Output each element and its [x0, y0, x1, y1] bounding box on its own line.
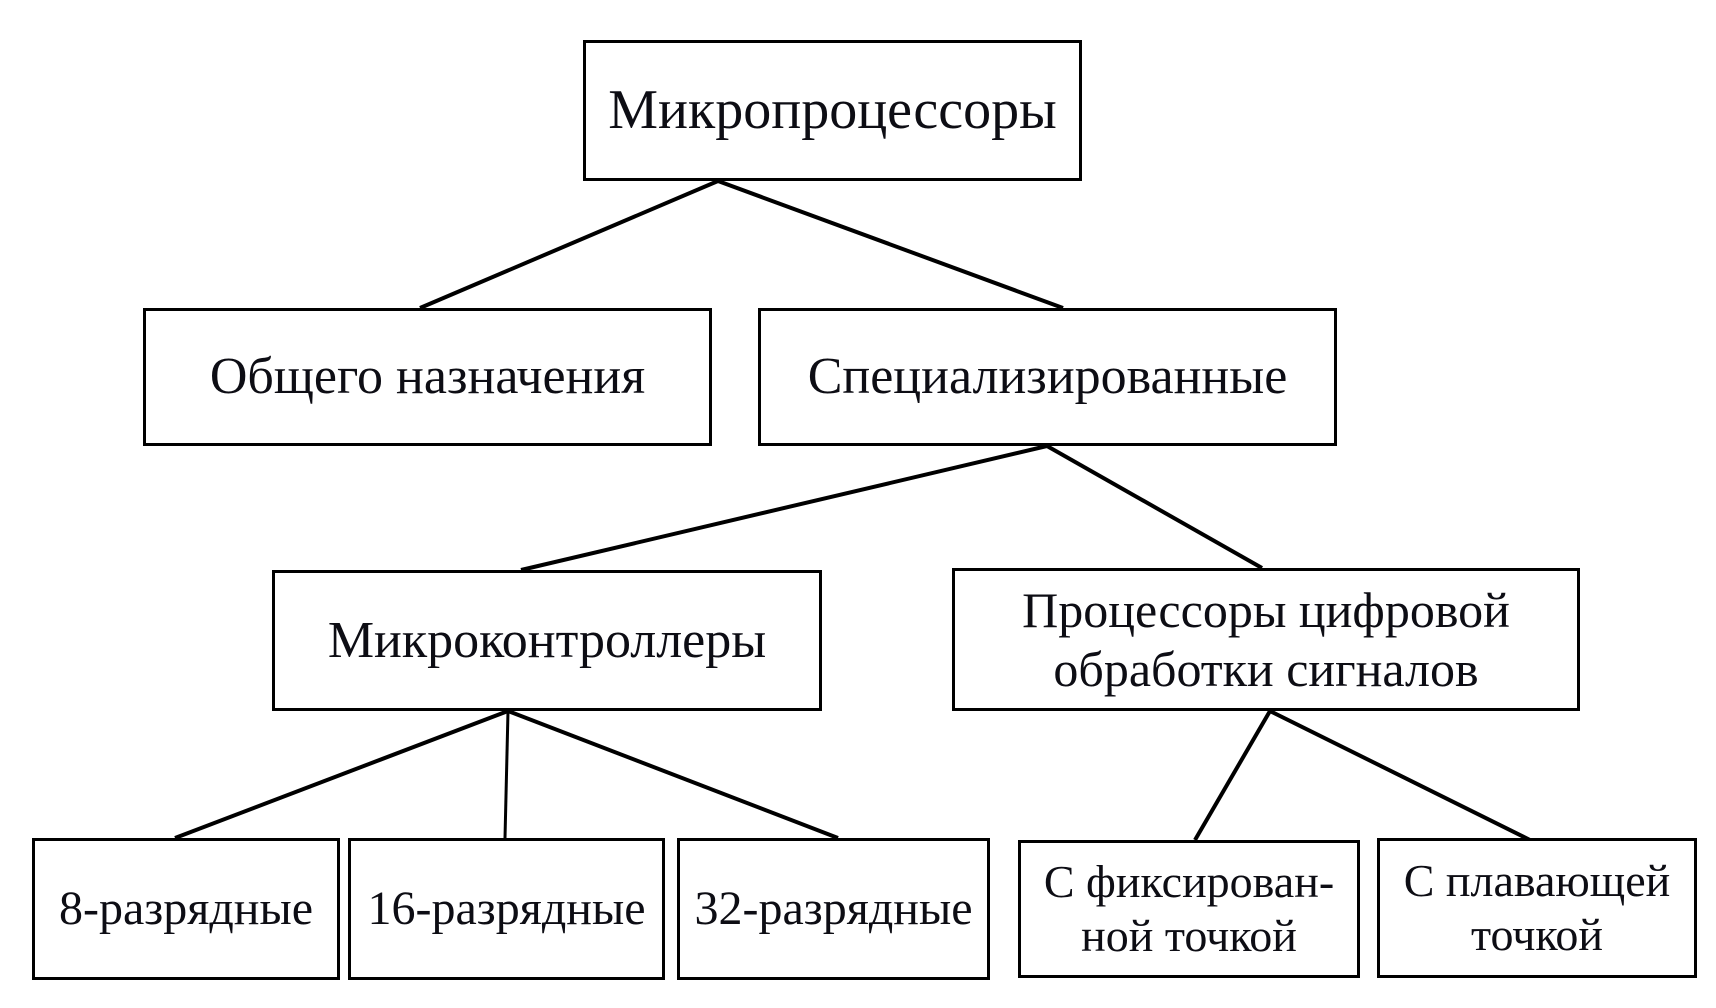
node-32-bit[interactable]: 32-разрядные: [677, 838, 990, 980]
edge-special-to-dsp: [1046, 444, 1263, 570]
edge-special-to-mcu: [520, 444, 1048, 572]
node-8-bit[interactable]: 8-разрядные: [32, 838, 340, 980]
edge-mcu-to-bit32: [507, 709, 839, 840]
node-16-bit[interactable]: 16-разрядные: [348, 838, 665, 980]
edge-dsp-to-float: [1269, 709, 1531, 842]
edge-mcu-to-bit8: [174, 709, 509, 840]
node-specialized[interactable]: Специализированные: [758, 308, 1337, 446]
edge-root-to-general: [419, 179, 719, 310]
node-general-purpose[interactable]: Общего назначения: [143, 308, 712, 446]
node-fixed-point[interactable]: С фиксирован- ной точкой: [1018, 840, 1360, 978]
node-label: Процессоры цифровой обработки сигналов: [1022, 581, 1510, 697]
node-label: Общего назначения: [209, 348, 646, 406]
node-label: Микропроцессоры: [608, 79, 1057, 142]
node-label: 32-разрядные: [694, 881, 973, 935]
node-label: С фиксирован- ной точкой: [1043, 855, 1335, 961]
node-label: Микроконтроллеры: [327, 611, 767, 669]
node-microprocessors[interactable]: Микропроцессоры: [583, 40, 1082, 181]
edge-root-to-special: [717, 179, 1064, 310]
node-digital-signal-processors[interactable]: Процессоры цифровой обработки сигналов: [952, 568, 1580, 711]
node-label: С плавающей точкой: [1403, 854, 1671, 960]
node-label: 8-разрядные: [59, 881, 313, 935]
edge-mcu-to-bit16: [503, 710, 510, 839]
node-floating-point[interactable]: С плавающей точкой: [1377, 838, 1697, 978]
node-microcontrollers[interactable]: Микроконтроллеры: [272, 570, 822, 711]
node-label: 16-разрядные: [367, 881, 646, 935]
node-label: Специализированные: [807, 348, 1288, 406]
edge-dsp-to-fixed: [1193, 709, 1272, 842]
